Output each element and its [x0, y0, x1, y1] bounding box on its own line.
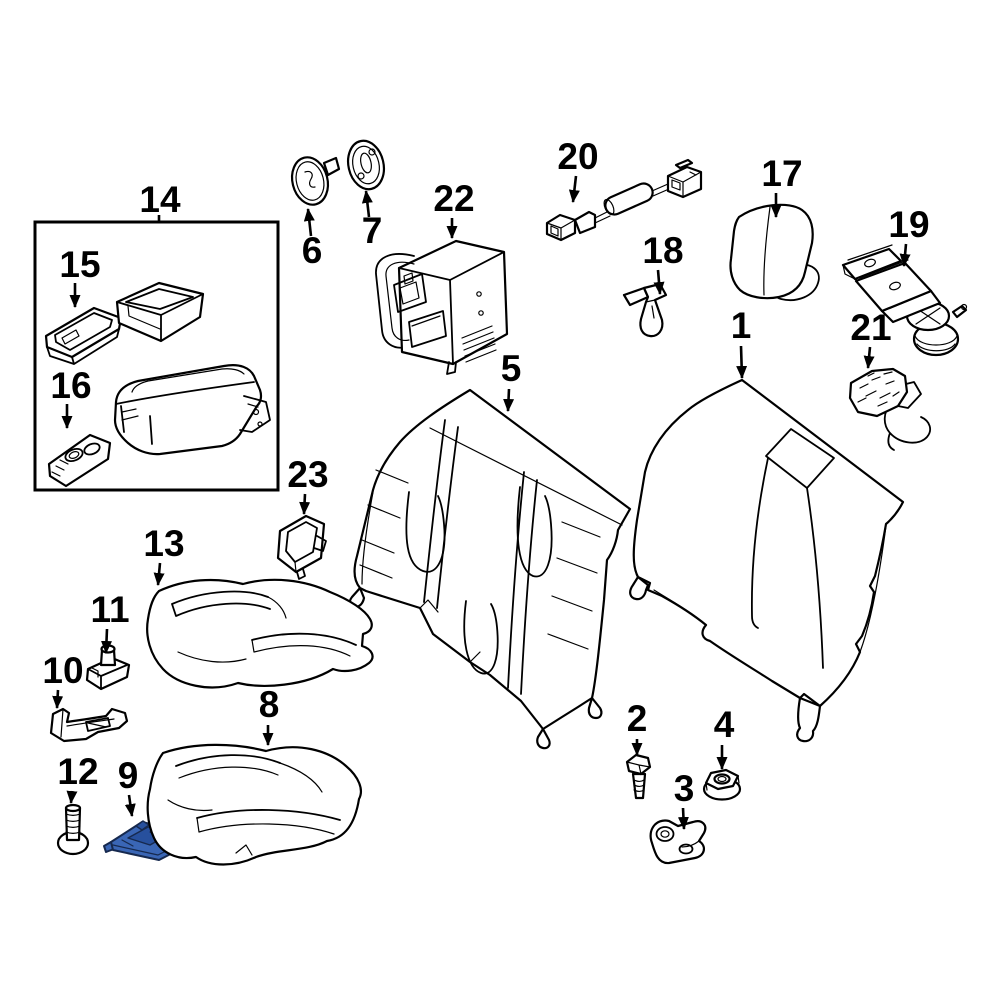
part-11-stud-clip: [85, 644, 131, 691]
part-23-leader-arrow: [299, 493, 311, 515]
part-5-label: 5: [501, 348, 522, 389]
part-13-upper-seat-cushion: [146, 578, 374, 689]
part-11-label: 11: [90, 589, 129, 630]
part-22-fold-lock-module: [375, 239, 509, 375]
part-7-leader-arrow: [361, 190, 373, 218]
part-3-leader-arrow: [677, 807, 689, 830]
part-3-mounting-plate-bracket: [649, 819, 707, 865]
part-19-label: 19: [888, 204, 929, 245]
part-5-leader-arrow: [503, 388, 515, 412]
part-2-hex-bolt: [625, 753, 652, 800]
part-1-leader-arrow: [736, 345, 748, 379]
part-23-label: 23: [287, 454, 328, 495]
part-8-label: 8: [259, 684, 280, 725]
part-20-label: 20: [557, 136, 598, 177]
part-8-lower-seat-cushion: [146, 743, 363, 866]
part-2-label: 2: [627, 698, 648, 739]
part-23-catch-bracket: [276, 514, 327, 580]
part-9-label: 9: [118, 755, 139, 796]
part-20-leader-arrow: [568, 175, 580, 203]
part-7-label: 7: [362, 210, 383, 251]
part-12-label: 12: [57, 751, 98, 792]
part-10-support-rail: [49, 707, 129, 743]
part-17-label: 17: [761, 153, 802, 194]
part-4-flange-nut: [702, 768, 742, 801]
part-17-headrest: [729, 203, 820, 301]
part-10-label: 10: [42, 650, 83, 691]
part-11-leader-arrow: [101, 628, 112, 654]
part-20-bowden-cable: [545, 158, 703, 242]
part-21-label: 21: [850, 307, 891, 348]
part-6-leader-arrow: [303, 208, 315, 237]
storage-bin: [115, 281, 205, 343]
part-6-cap-grommet: [290, 156, 341, 206]
part-1-label: 1: [731, 305, 752, 346]
group-box: [33, 220, 280, 492]
part-4-label: 4: [714, 704, 735, 745]
part-5-seat-back-frame-pad: [348, 388, 632, 750]
part-7-ring-grommet: [346, 139, 386, 191]
part-22-label: 22: [433, 178, 474, 219]
part-21-leader-arrow: [863, 346, 875, 369]
part-18-leader-arrow: [653, 269, 665, 295]
part-19-headrest-guide-mechanism: [841, 244, 968, 357]
part-15-label: 15: [59, 244, 100, 285]
part-13-label: 13: [143, 523, 184, 564]
part-21-latch-bracket-spring: [848, 367, 932, 451]
armrest-body: [113, 364, 271, 456]
part-10-leader-arrow: [52, 689, 64, 709]
part-6-label: 6: [302, 230, 323, 271]
part-16-cup-holder-insert: [47, 433, 112, 488]
part-18-label: 18: [642, 230, 683, 271]
part-3-label: 3: [674, 768, 695, 809]
part-9-leader-arrow: [124, 794, 136, 817]
part-15-storage-tray: [44, 306, 123, 365]
part-14-label: 14: [139, 179, 181, 220]
part-13-leader-arrow: [153, 562, 165, 586]
part-1-seat-back-cover: [629, 378, 905, 743]
part-12-leader-arrow: [66, 790, 78, 804]
part-14-armrest-console-assembly: [33, 215, 280, 492]
part-19-leader-arrow: [899, 243, 911, 267]
part-12-screw: [56, 803, 90, 856]
part-16-label: 16: [50, 365, 91, 406]
part-18-retainer-clip: [622, 282, 668, 338]
leader-arrows: [52, 175, 911, 830]
part-number-labels: 1 2 3 4 5 6 7 8 9 10 11 12 13 14 15 16 1…: [42, 136, 929, 809]
